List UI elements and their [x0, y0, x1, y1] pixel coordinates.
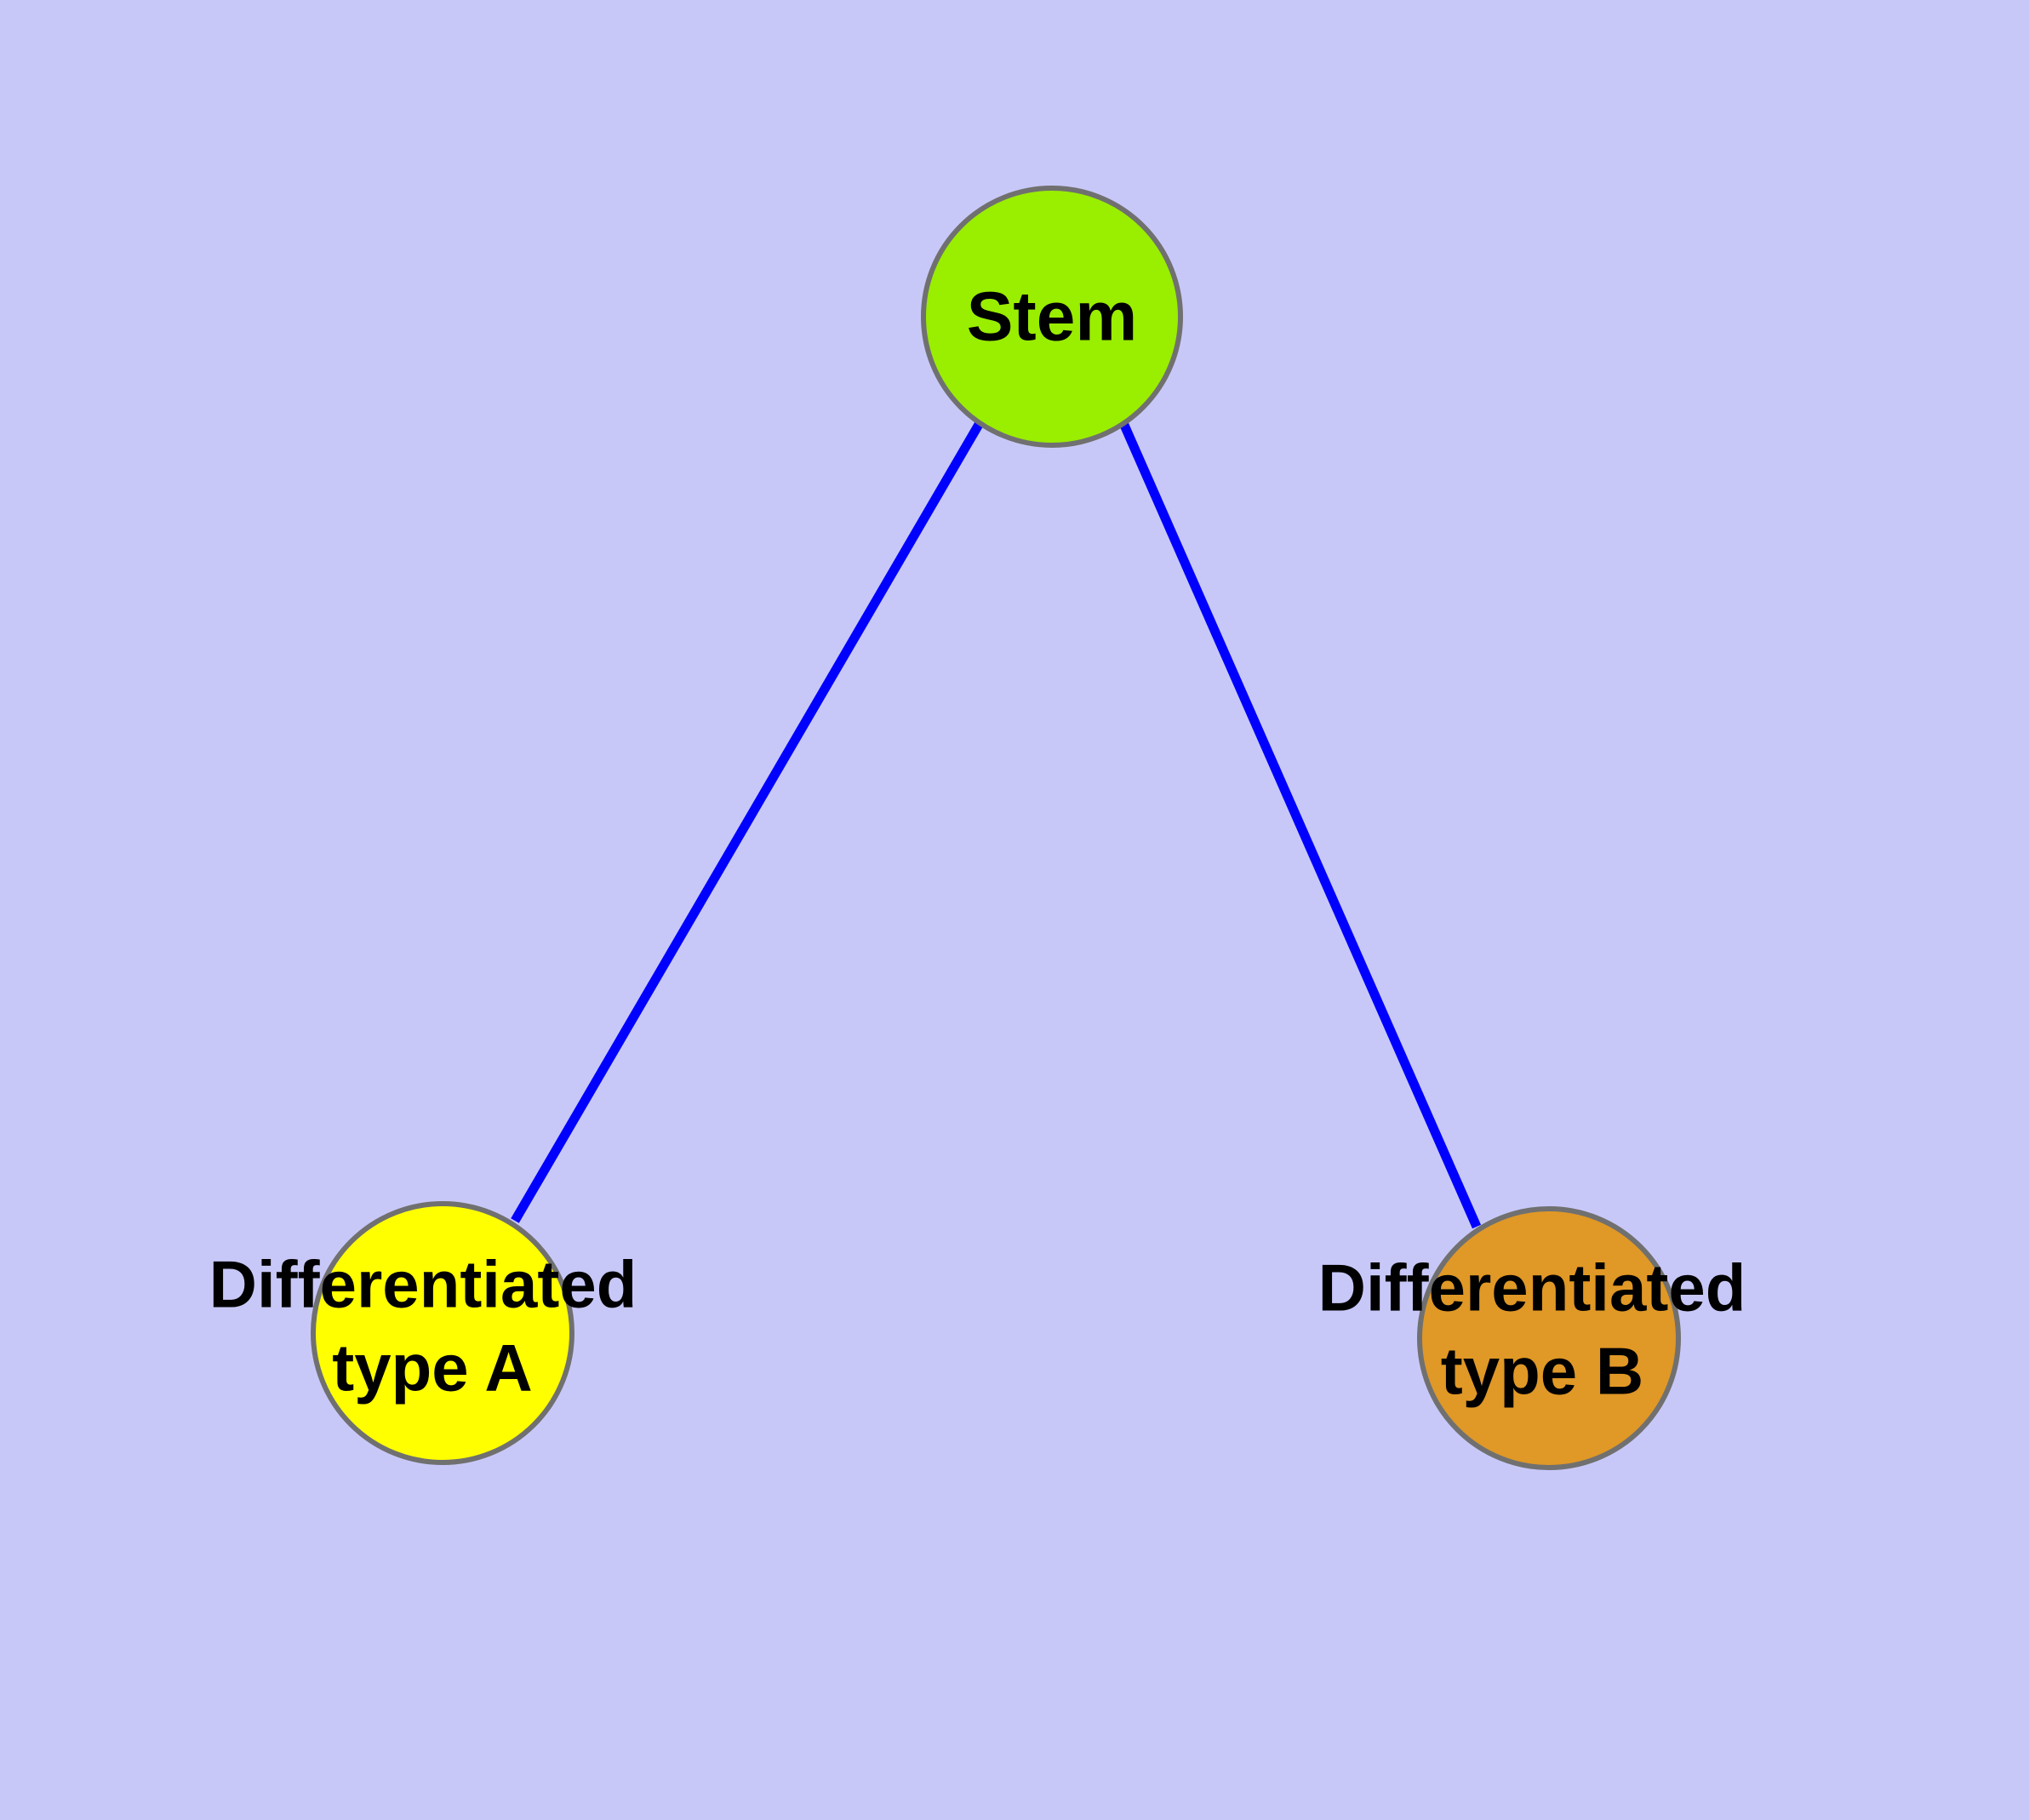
edge-stem-to-diff-a[interactable]	[511, 421, 984, 1223]
node-layer: Stem	[311, 186, 1681, 1470]
node-diff-b-label-line1: Differentiated	[1318, 1251, 1746, 1325]
node-diff-b[interactable]	[1417, 1206, 1681, 1470]
node-diff-a[interactable]	[311, 1201, 574, 1465]
edge-stem-to-diff-b[interactable]	[1118, 421, 1482, 1229]
edge-layer	[511, 421, 1482, 1229]
node-label-layer: Differentiated type A Differentiated typ…	[209, 1247, 1746, 1409]
node-stem-label: Stem	[967, 278, 1138, 356]
node-diff-b-circle[interactable]	[1417, 1206, 1681, 1470]
node-diff-a-label-line2: type A	[332, 1331, 533, 1405]
node-stem-circle[interactable]	[921, 186, 1183, 448]
node-diff-b-label-line2: type B	[1441, 1334, 1643, 1409]
node-diff-a-label-line1: Differentiated	[209, 1247, 637, 1322]
node-stem[interactable]: Stem	[921, 186, 1183, 448]
node-diff-a-circle[interactable]	[311, 1201, 574, 1465]
